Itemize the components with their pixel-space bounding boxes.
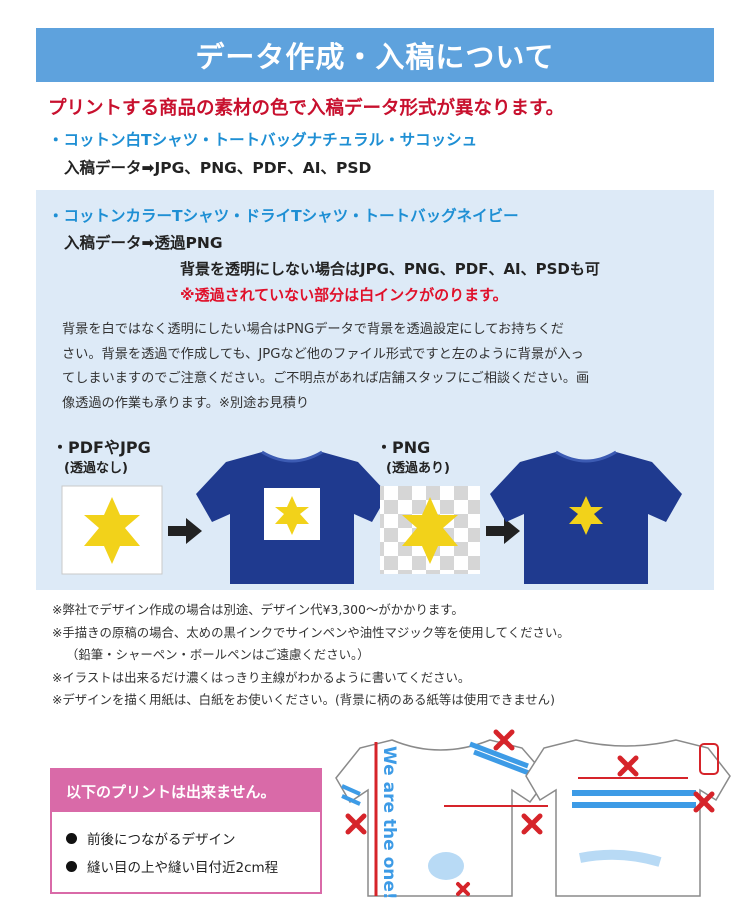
restriction-item-label: 縫い目の上や縫い目付近2cm程 — [87, 860, 279, 876]
paragraph-line: さい。背景を透過で作成しても、JPGなど他のファイル形式ですと左のように背景が入… — [62, 346, 584, 362]
paragraph-line: 像透過の作業も承ります。※別途お見積り — [62, 395, 310, 411]
bullet-icon — [66, 832, 77, 844]
paragraph-line: 背景を白ではなく透明にしたい場合はPNGデータで背景を透過設定にしてお持ちくだ — [62, 322, 564, 337]
note-paper: ※デザインを描く用紙は、白紙をお使いください。(背景に柄のある紙等は使用できませ… — [52, 692, 555, 707]
section2-formats: 入稿データ➡透過PNG — [64, 234, 223, 252]
note-design-fee: ※弊社でデザイン作成の場合は別途、デザイン代¥3,300～がかかります。 — [52, 602, 464, 617]
star-icon — [84, 497, 140, 564]
paragraph-line: てしまいますのでご注意ください。ご不明点があれば店舗スタッフにご相談ください。画 — [62, 371, 590, 386]
example-right-label: ・PNG — [376, 438, 431, 457]
star-icon — [402, 497, 458, 564]
cross-icon — [693, 791, 715, 813]
restrictions-title: 以下のプリントは出来ません。 — [52, 770, 320, 812]
cross-icon — [345, 813, 367, 835]
tshirt-navy-icon — [490, 450, 682, 584]
cross-icon — [493, 729, 515, 751]
cross-icon — [521, 813, 543, 835]
transparency-paragraph: 背景を白ではなく透明にしたい場合はPNGデータで背景を透過設定にしてお持ちくだ … — [62, 318, 712, 416]
arrow-right-icon — [486, 518, 520, 544]
cross-icon — [617, 755, 639, 777]
section1-title: ・コットン白Tシャツ・トートバッグナチュラル・サコッシュ — [48, 131, 478, 149]
arrow-right-icon — [168, 518, 202, 544]
intro-text: プリントする商品の素材の色で入稿データ形式が異なります。 — [48, 98, 565, 119]
cross-icon — [456, 882, 470, 896]
note-handwritten: ※手描きの原稿の場合、太めの黒インクでサインペンや油性マジック等を使用してくださ… — [52, 625, 570, 640]
bullet-icon — [66, 860, 77, 872]
restriction-item: 前後につながるデザイン — [66, 828, 236, 848]
restriction-item-label: 前後につながるデザイン — [87, 832, 236, 848]
restriction-item: 縫い目の上や縫い目付近2cm程 — [66, 856, 278, 876]
section2-alt-formats: 背景を透明にしない場合はJPG、PNG、PDF、AI、PSDも可 — [180, 260, 600, 278]
section2-title: ・コットンカラーTシャツ・ドライTシャツ・トートバッグネイビー — [48, 207, 519, 225]
restrictions-box: 以下のプリントは出来ません。 前後につながるデザイン 縫い目の上や縫い目付近2c… — [50, 768, 322, 894]
tshirt-navy-icon — [196, 450, 388, 584]
page-title: データ作成・入稿について — [36, 28, 714, 82]
tshirt-outline-icon — [335, 739, 549, 897]
section1-formats: 入稿データ➡JPG、PNG、PDF、AI、PSD — [64, 159, 372, 177]
shirt-print-text: We are the one! — [379, 746, 399, 900]
example-left-sub: (透過なし) — [64, 461, 128, 476]
example-left-label: ・PDFやJPG — [52, 438, 151, 457]
note-pencil: （鉛筆・シャーペン・ボールペンはご遠慮ください。） — [66, 647, 370, 662]
example-right-sub: (透過あり) — [386, 461, 450, 476]
white-ink-warning: ※透過されていない部分は白インクがのります。 — [180, 286, 508, 304]
note-illustration: ※イラストは出来るだけ濃くはっきり主線がわかるように書いてください。 — [52, 670, 471, 685]
